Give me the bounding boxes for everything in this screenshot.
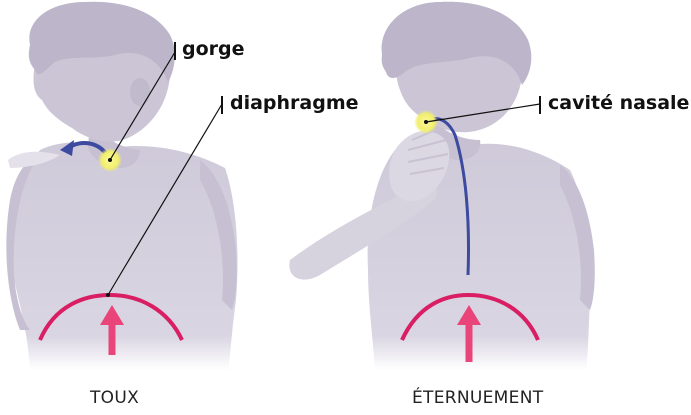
caption-toux: TOUX	[90, 388, 139, 408]
caption-eternuement: ÉTERNUEMENT	[412, 388, 543, 408]
label-diaphragme: diaphragme	[230, 92, 359, 114]
left-ear	[130, 78, 150, 106]
label-gorge: gorge	[182, 38, 245, 60]
label-cavite-nasale: cavité nasale	[548, 92, 689, 114]
sneezing-figure	[289, 2, 594, 370]
